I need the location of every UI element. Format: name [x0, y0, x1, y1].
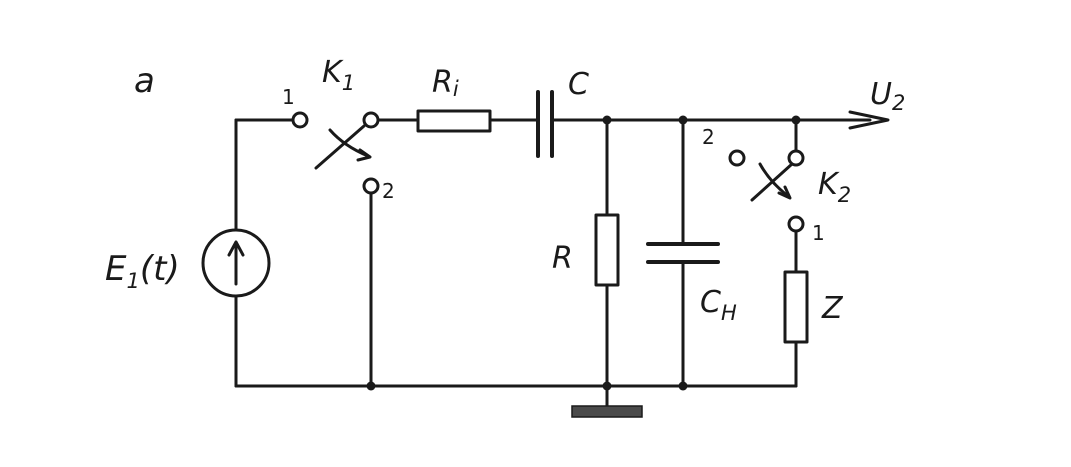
switch-k1: [291, 111, 380, 388]
k2-arrow-head-icon: [777, 185, 792, 200]
k2-terminal-1: [787, 215, 805, 233]
junction-dot: [791, 115, 801, 125]
load-z-label: Z: [821, 291, 844, 326]
output-label: U2: [870, 77, 905, 115]
resistor-ri-label: Ri: [432, 65, 459, 101]
junction-dot: [678, 115, 688, 125]
k2-arc-arrow: [758, 162, 790, 198]
k1-terminal-common: [362, 111, 380, 129]
k1-label: K1: [322, 55, 355, 95]
source-arrow-icon: [227, 240, 245, 257]
capacitor-cn-label: CH: [700, 285, 737, 325]
k1-pos-1-label: 1: [282, 85, 295, 109]
resistor-ri-symbol: [416, 109, 492, 133]
k2-terminal-2: [728, 149, 746, 167]
k1-terminal-2: [362, 177, 380, 195]
junction-dot: [366, 381, 376, 391]
panel-label: a: [134, 61, 155, 101]
resistor-r-label: R: [552, 241, 573, 276]
k1-blade: [314, 124, 366, 170]
k1-terminal-1: [291, 111, 309, 129]
load-z-symbol: [783, 270, 809, 344]
k1-arrow-head-icon: [356, 148, 372, 162]
ground-icon: [571, 405, 643, 418]
source-branch: [201, 118, 296, 388]
source-label: E1(t): [105, 249, 180, 293]
junction-dot: [602, 115, 612, 125]
output-arrow-icon: [848, 110, 890, 130]
resistor-r-symbol: [594, 213, 620, 287]
voltage-source-symbol: [201, 228, 271, 298]
k2-terminal-common: [787, 149, 805, 167]
k2-pos-2-label: 2: [702, 125, 715, 149]
k1-pos-2-label: 2: [382, 179, 395, 203]
junction-dot: [602, 381, 612, 391]
k2-pos-1-label: 1: [812, 221, 825, 245]
k2-label: K2: [818, 167, 851, 207]
capacitor-c-label: C: [568, 67, 589, 102]
junction-dot: [678, 381, 688, 391]
